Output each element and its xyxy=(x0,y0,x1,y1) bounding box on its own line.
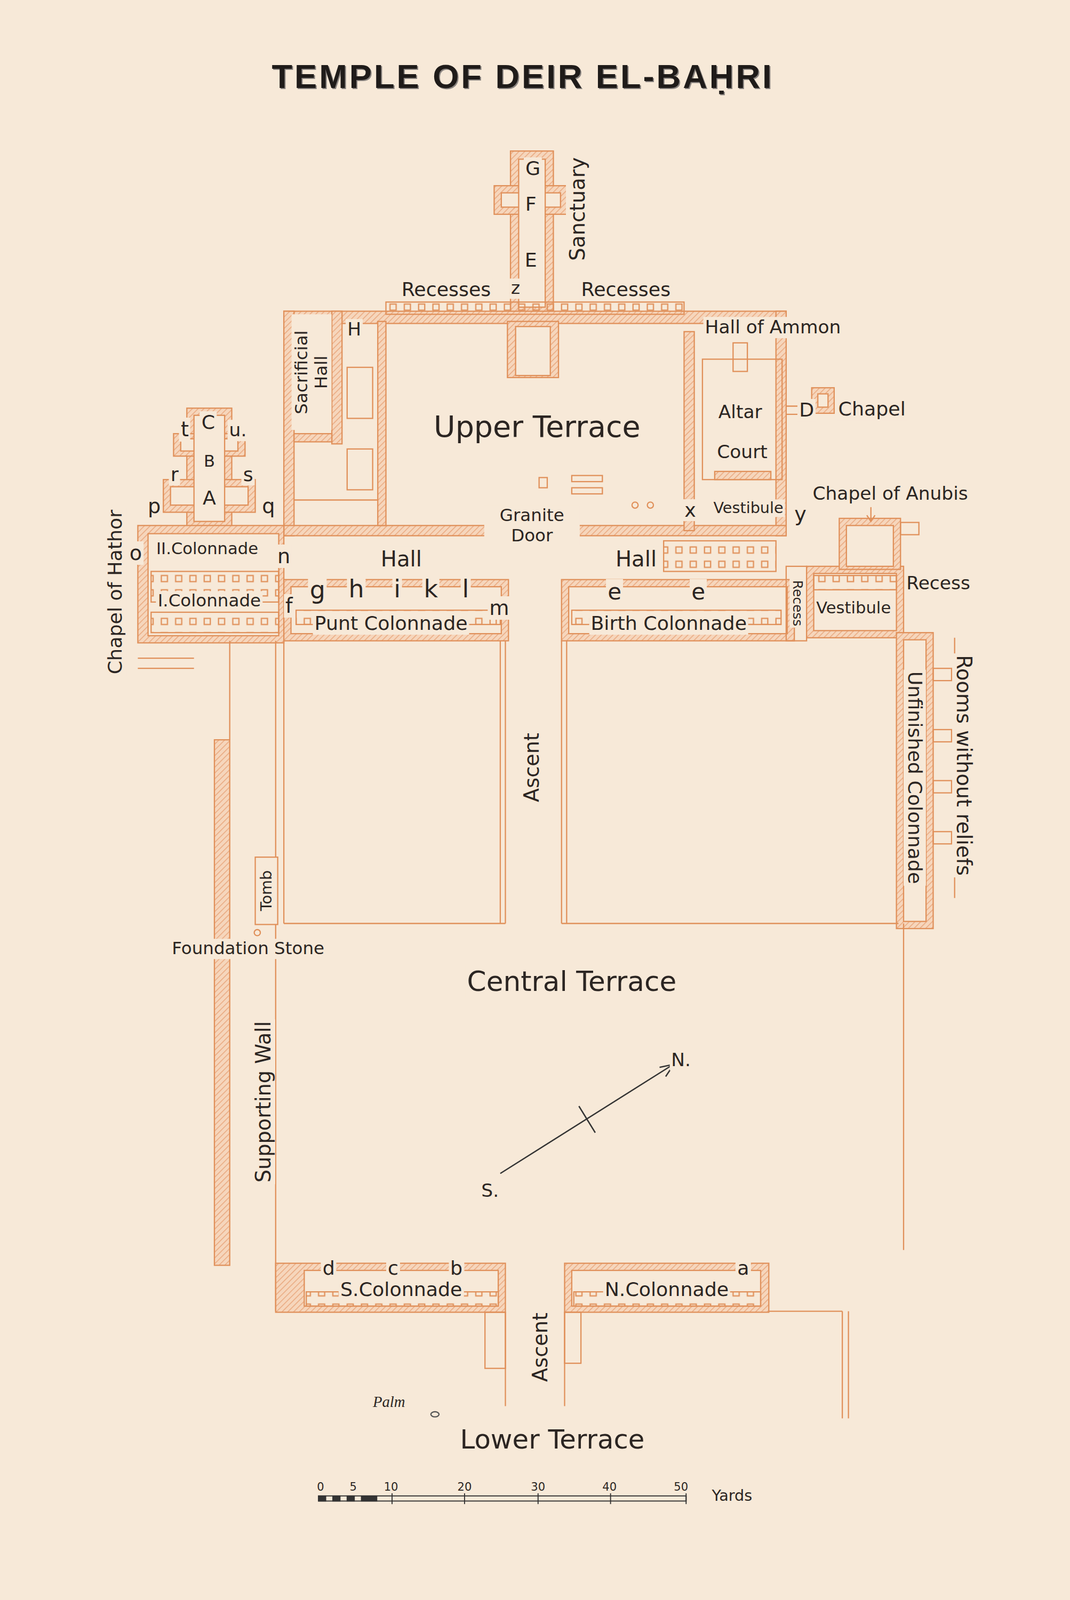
letter-key: i xyxy=(392,575,403,604)
letter-key: m xyxy=(487,596,511,620)
plan-label: Yards xyxy=(710,1487,755,1505)
letter-key: A xyxy=(201,486,218,510)
plan-label: Unfinished Colonnade xyxy=(903,669,926,886)
letter-key: a xyxy=(735,1257,751,1280)
plan-label: Recesses xyxy=(400,278,493,301)
plan-label: Upper Terrace xyxy=(432,409,643,444)
letter-key: H xyxy=(345,318,363,341)
scale-number: 30 xyxy=(529,1480,547,1494)
letter-key: c xyxy=(386,1257,401,1280)
plan-label: Altar xyxy=(716,401,764,423)
letter-key: E xyxy=(523,249,539,272)
letter-key: y xyxy=(792,502,809,526)
plan-label: Birth Colonnade xyxy=(588,612,749,635)
plan-label: Lower Terrace xyxy=(458,1424,647,1456)
plan-label: Foundation Stone xyxy=(170,939,326,960)
scale-number: 0 xyxy=(315,1480,326,1494)
letter-key: u. xyxy=(227,420,249,442)
letter-key: f xyxy=(283,594,294,618)
plan-label: Recess xyxy=(789,578,806,628)
plan-label: Court xyxy=(715,441,770,463)
letter-key: e xyxy=(605,578,624,605)
scale-number: 40 xyxy=(600,1480,619,1494)
plan-label: Chapel of Anubis xyxy=(810,483,970,505)
plan-label: Recesses xyxy=(579,278,673,301)
scale-number: 10 xyxy=(382,1480,401,1494)
plan-label: Punt Colonnade xyxy=(313,612,470,635)
map-title: TEMPLE OF DEIR EL-BAḤRI xyxy=(271,57,774,96)
plan-label: I.Colonnade xyxy=(156,591,263,611)
plan-label: Chapel xyxy=(836,397,908,421)
plan-label: Vestibule xyxy=(814,599,893,618)
letter-key: s xyxy=(241,463,255,486)
letter-key: g xyxy=(308,575,327,604)
plan-label: II.Colonnade xyxy=(154,539,260,559)
letter-key: n xyxy=(275,544,292,569)
letter-key: N. xyxy=(669,1049,693,1072)
plan-label: Rooms without reliefs xyxy=(952,653,976,878)
plan-label: Ascent xyxy=(528,1311,553,1384)
letter-key: G xyxy=(523,157,542,180)
plan-label: Chapel of Hathor xyxy=(104,507,127,676)
letter-key: l xyxy=(460,575,471,604)
plan-label: Palm xyxy=(371,1393,407,1411)
letter-key: b xyxy=(448,1257,465,1280)
scale-number: 5 xyxy=(348,1480,359,1494)
plan-label: S.Colonnade xyxy=(338,1278,464,1301)
plan-label: Ascent xyxy=(520,731,544,804)
letter-key: x xyxy=(682,499,698,522)
letter-key: z xyxy=(509,278,522,299)
letter-key: r xyxy=(169,463,181,486)
plan-label: Sanctuary xyxy=(565,155,590,263)
plan-label: Vestibule xyxy=(711,499,785,517)
letter-key: e xyxy=(689,578,707,605)
plan-label: N.Colonnade xyxy=(603,1278,731,1301)
plan-label: Supporting Wall xyxy=(251,1019,276,1185)
plan-label: Tomb xyxy=(257,868,276,913)
letter-key: q xyxy=(260,494,277,518)
letter-key: S. xyxy=(479,1180,501,1202)
scale-number: 50 xyxy=(672,1480,690,1494)
letter-key: F xyxy=(523,193,539,216)
plan-label: Hall of Ammon xyxy=(703,316,843,339)
letter-key: k xyxy=(421,575,440,604)
plan-label: Granite Door xyxy=(484,505,580,546)
letter-key: B xyxy=(202,451,217,471)
scale-number: 20 xyxy=(456,1480,474,1494)
letter-key: t xyxy=(179,417,191,442)
letter-key: D xyxy=(797,398,816,422)
plan-label: Hall xyxy=(613,546,659,572)
letter-key: o xyxy=(128,541,144,565)
plan-label: Central Terrace xyxy=(465,965,679,998)
letter-key: C xyxy=(200,411,217,434)
plan-label: Hall xyxy=(379,546,424,572)
letter-key: p xyxy=(146,494,163,518)
plan-label: Recess xyxy=(904,573,972,595)
plan-label: Sacrificial Hall xyxy=(291,314,332,431)
letter-key: h xyxy=(346,575,366,604)
letter-key: d xyxy=(321,1257,337,1280)
